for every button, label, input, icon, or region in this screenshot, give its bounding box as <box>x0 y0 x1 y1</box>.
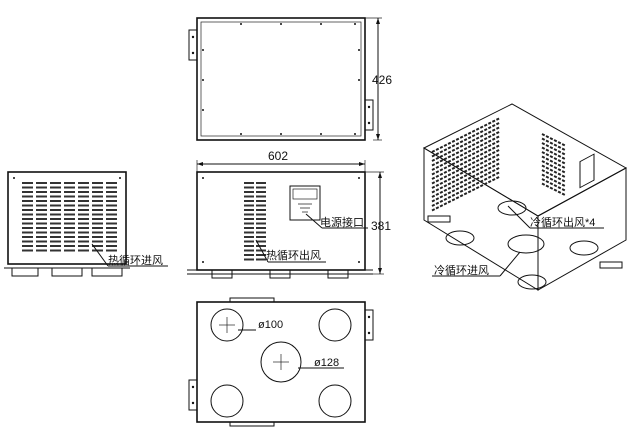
label-hot-outlet: 热循环出风 <box>266 248 321 262</box>
side-vent-grille <box>22 182 117 252</box>
iso-port-5 <box>517 274 547 290</box>
top-view-right-bracket <box>364 99 374 131</box>
cold-outlet-port-4 <box>318 384 352 418</box>
diameter-128-label: ø128 <box>314 357 339 369</box>
iso-vent-grille-left <box>431 117 501 212</box>
top-view-left-bracket <box>188 29 198 61</box>
front-vent-grille <box>244 182 266 261</box>
dimension-426-text: 426 <box>372 73 392 87</box>
label-cold-outlet: 冷循环出风*4 <box>530 215 595 229</box>
cold-outlet-port-2 <box>318 308 352 342</box>
label-hot-inlet: 热循环进风 <box>108 254 163 267</box>
front-view: 381 电源接口 热循环出风 <box>187 171 391 279</box>
iso-port-4 <box>569 240 599 256</box>
isometric-view: 冷循环出风*4 冷循环进风 <box>422 103 628 291</box>
dimension-381-text: 381 <box>371 219 391 233</box>
bottom-view-right-bracket <box>364 309 374 341</box>
iso-port-2 <box>445 230 475 246</box>
top-view-screws <box>202 23 360 135</box>
iso-port-3 <box>507 234 545 254</box>
bottom-view-left-bracket <box>188 379 198 411</box>
label-cold-inlet: 冷循环进风 <box>434 264 489 277</box>
dimension-426: 426 <box>365 17 392 141</box>
diameter-100-label: ø100 <box>258 319 283 331</box>
cold-outlet-port-3 <box>210 384 244 418</box>
bottom-view: ø100 ø128 <box>188 297 374 427</box>
top-view: 426 <box>188 17 392 141</box>
cold-inlet-port <box>260 341 302 383</box>
dimension-602: 602 <box>196 149 366 172</box>
side-view: 热循环进风 <box>4 171 168 277</box>
iso-bottom-face <box>537 167 627 291</box>
dimension-381: 381 <box>365 171 391 275</box>
power-interface-panel <box>289 185 321 221</box>
cold-outlet-port-1 <box>210 308 244 342</box>
dimension-602-text: 602 <box>268 149 288 163</box>
iso-port-1 <box>497 200 527 216</box>
iso-vent-grille-right <box>541 133 567 197</box>
label-power-interface: 电源接口 <box>320 215 364 229</box>
